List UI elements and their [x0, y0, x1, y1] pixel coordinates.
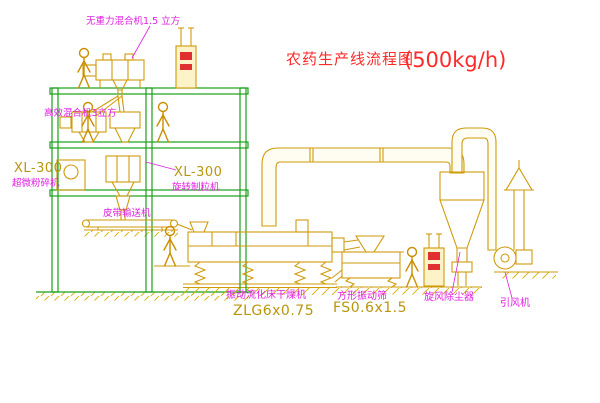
leader-lines [131, 25, 513, 299]
fan-motor [515, 249, 533, 265]
dryer-spring [193, 261, 207, 285]
label-fan: 引风机 [500, 296, 530, 309]
building-frame [49, 87, 249, 293]
label-cyclone: 旋风除尘器 [424, 290, 474, 303]
control-cabinet-2 [423, 233, 445, 287]
mixer2-motor [59, 116, 72, 129]
belt-discharge-chute [176, 223, 193, 231]
belt-conveyor [81, 219, 193, 231]
slab-level2 [49, 141, 249, 149]
label-dryer-name: 振动流化床干燥机 [226, 288, 306, 301]
person-5 [405, 246, 419, 288]
label-belt-conveyor: 皮带输送机 [103, 207, 151, 219]
ground-hatch-fan [500, 272, 556, 279]
dryer-outlet-chute [331, 237, 345, 253]
indicator-light [180, 52, 192, 60]
indicator-light [428, 252, 440, 260]
exhaust-duct [261, 147, 465, 227]
slab-top [49, 87, 249, 95]
diagram-title: 农药生产线流程图 [286, 50, 414, 68]
indicator-light [428, 264, 440, 270]
ground-hatch-right [336, 287, 482, 295]
label-gravity-free-mixer: 无重力混合机1.5 立方 [86, 15, 180, 27]
dryer-spring [319, 261, 333, 285]
slab-level3 [49, 189, 249, 197]
label-sieve-model: FS0.6x1.5 [333, 300, 407, 316]
rain-cap [505, 166, 533, 191]
induced-draft-fan [493, 246, 536, 273]
label-dryer-model: ZLG6x0.75 [233, 303, 314, 319]
sieve-spring [344, 277, 356, 288]
diagram-title-capacity: (500kg/h) [404, 48, 506, 72]
mixer-motor [82, 64, 97, 77]
cyclone-outlet-pipe [451, 127, 497, 251]
ground-hatch-dryer [183, 288, 337, 295]
rotary-granulator [105, 155, 141, 220]
sieve-spring [386, 277, 398, 288]
sieve-discharge-spout [331, 269, 343, 279]
dryer-exhaust-stub [295, 219, 309, 233]
square-vibrating-sieve [331, 235, 404, 288]
granulator-hopper [115, 195, 131, 211]
feed-vessel [109, 111, 141, 143]
dryer-spring [293, 261, 307, 285]
exhaust-stack [504, 160, 534, 250]
sieve-feed-funnel [355, 235, 385, 253]
label-pulverizer-name: 超微粉碎机 [12, 177, 60, 189]
control-cabinet-1 [175, 27, 197, 89]
person-3 [156, 101, 170, 143]
indicator-light [180, 64, 192, 70]
ground-hatch-left [36, 292, 252, 301]
platform-hatch-belt [84, 230, 178, 237]
pulverizer [56, 159, 86, 191]
label-sieve-name: 方形振动筛 [337, 289, 387, 302]
cyclone-dust-collector [439, 127, 497, 286]
cyclone-discharge-valve [451, 261, 473, 273]
label-granulator-model: XL-300 [174, 165, 222, 180]
label-high-efficiency-mixer: 高效混合机3立方 [44, 107, 117, 119]
label-pulverizer-model: XL-300 [14, 161, 62, 176]
label-granulator-name: 旋转制粒机 [172, 181, 220, 193]
dryer-inlet-hopper [189, 221, 209, 233]
vibrating-fluid-bed-dryer [187, 219, 361, 285]
person-1 [77, 47, 91, 89]
dryer-spring [241, 261, 255, 285]
